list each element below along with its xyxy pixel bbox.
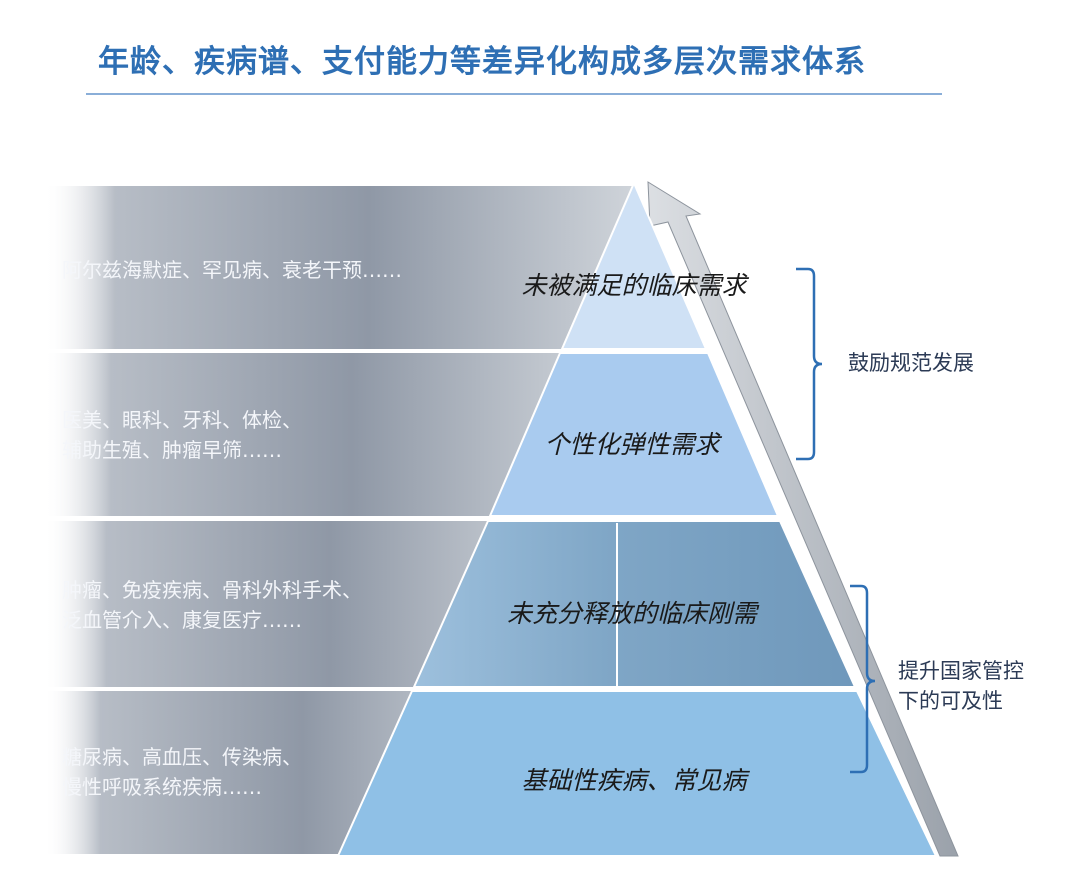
tier-label-3: 未充分释放的临床刚需 (506, 599, 758, 628)
band-1 (44, 186, 634, 349)
band-text-1: 阿尔兹海默症、罕见病、衰老干预…… (62, 258, 402, 282)
tier-label-1: 未被满足的临床需求 (521, 271, 747, 300)
bracket-top (796, 267, 823, 461)
title-underline (86, 93, 942, 95)
bracket-label-top: 鼓励规范发展 (848, 351, 974, 375)
pyramid-tier-3 (412, 520, 857, 688)
bracket-bottom (850, 584, 876, 774)
band-text-2: 医美、眼科、牙科、体检、 辅助生殖、肿瘤早筛…… (62, 408, 302, 462)
page-title: 年龄、疾病谱、支付能力等差异化构成多层次需求体系 (98, 44, 866, 80)
pyramid-tier-4 (336, 690, 938, 857)
pyramid-tier-2 (488, 352, 780, 517)
band-text-3: 肿瘤、免疫疾病、骨科外科手术、 泛血管介入、康复医疗…… (62, 578, 362, 632)
tier-label-4: 基础性疾病、常见病 (521, 766, 747, 795)
band-text-4: 糖尿病、高血压、传染病、 慢性呼吸系统疾病…… (62, 745, 302, 799)
pyramid-tier-1 (560, 180, 708, 350)
tier-label-2: 个性化弹性需求 (544, 430, 720, 459)
bracket-label-bottom: 提升国家管控 下的可及性 (898, 659, 1024, 713)
